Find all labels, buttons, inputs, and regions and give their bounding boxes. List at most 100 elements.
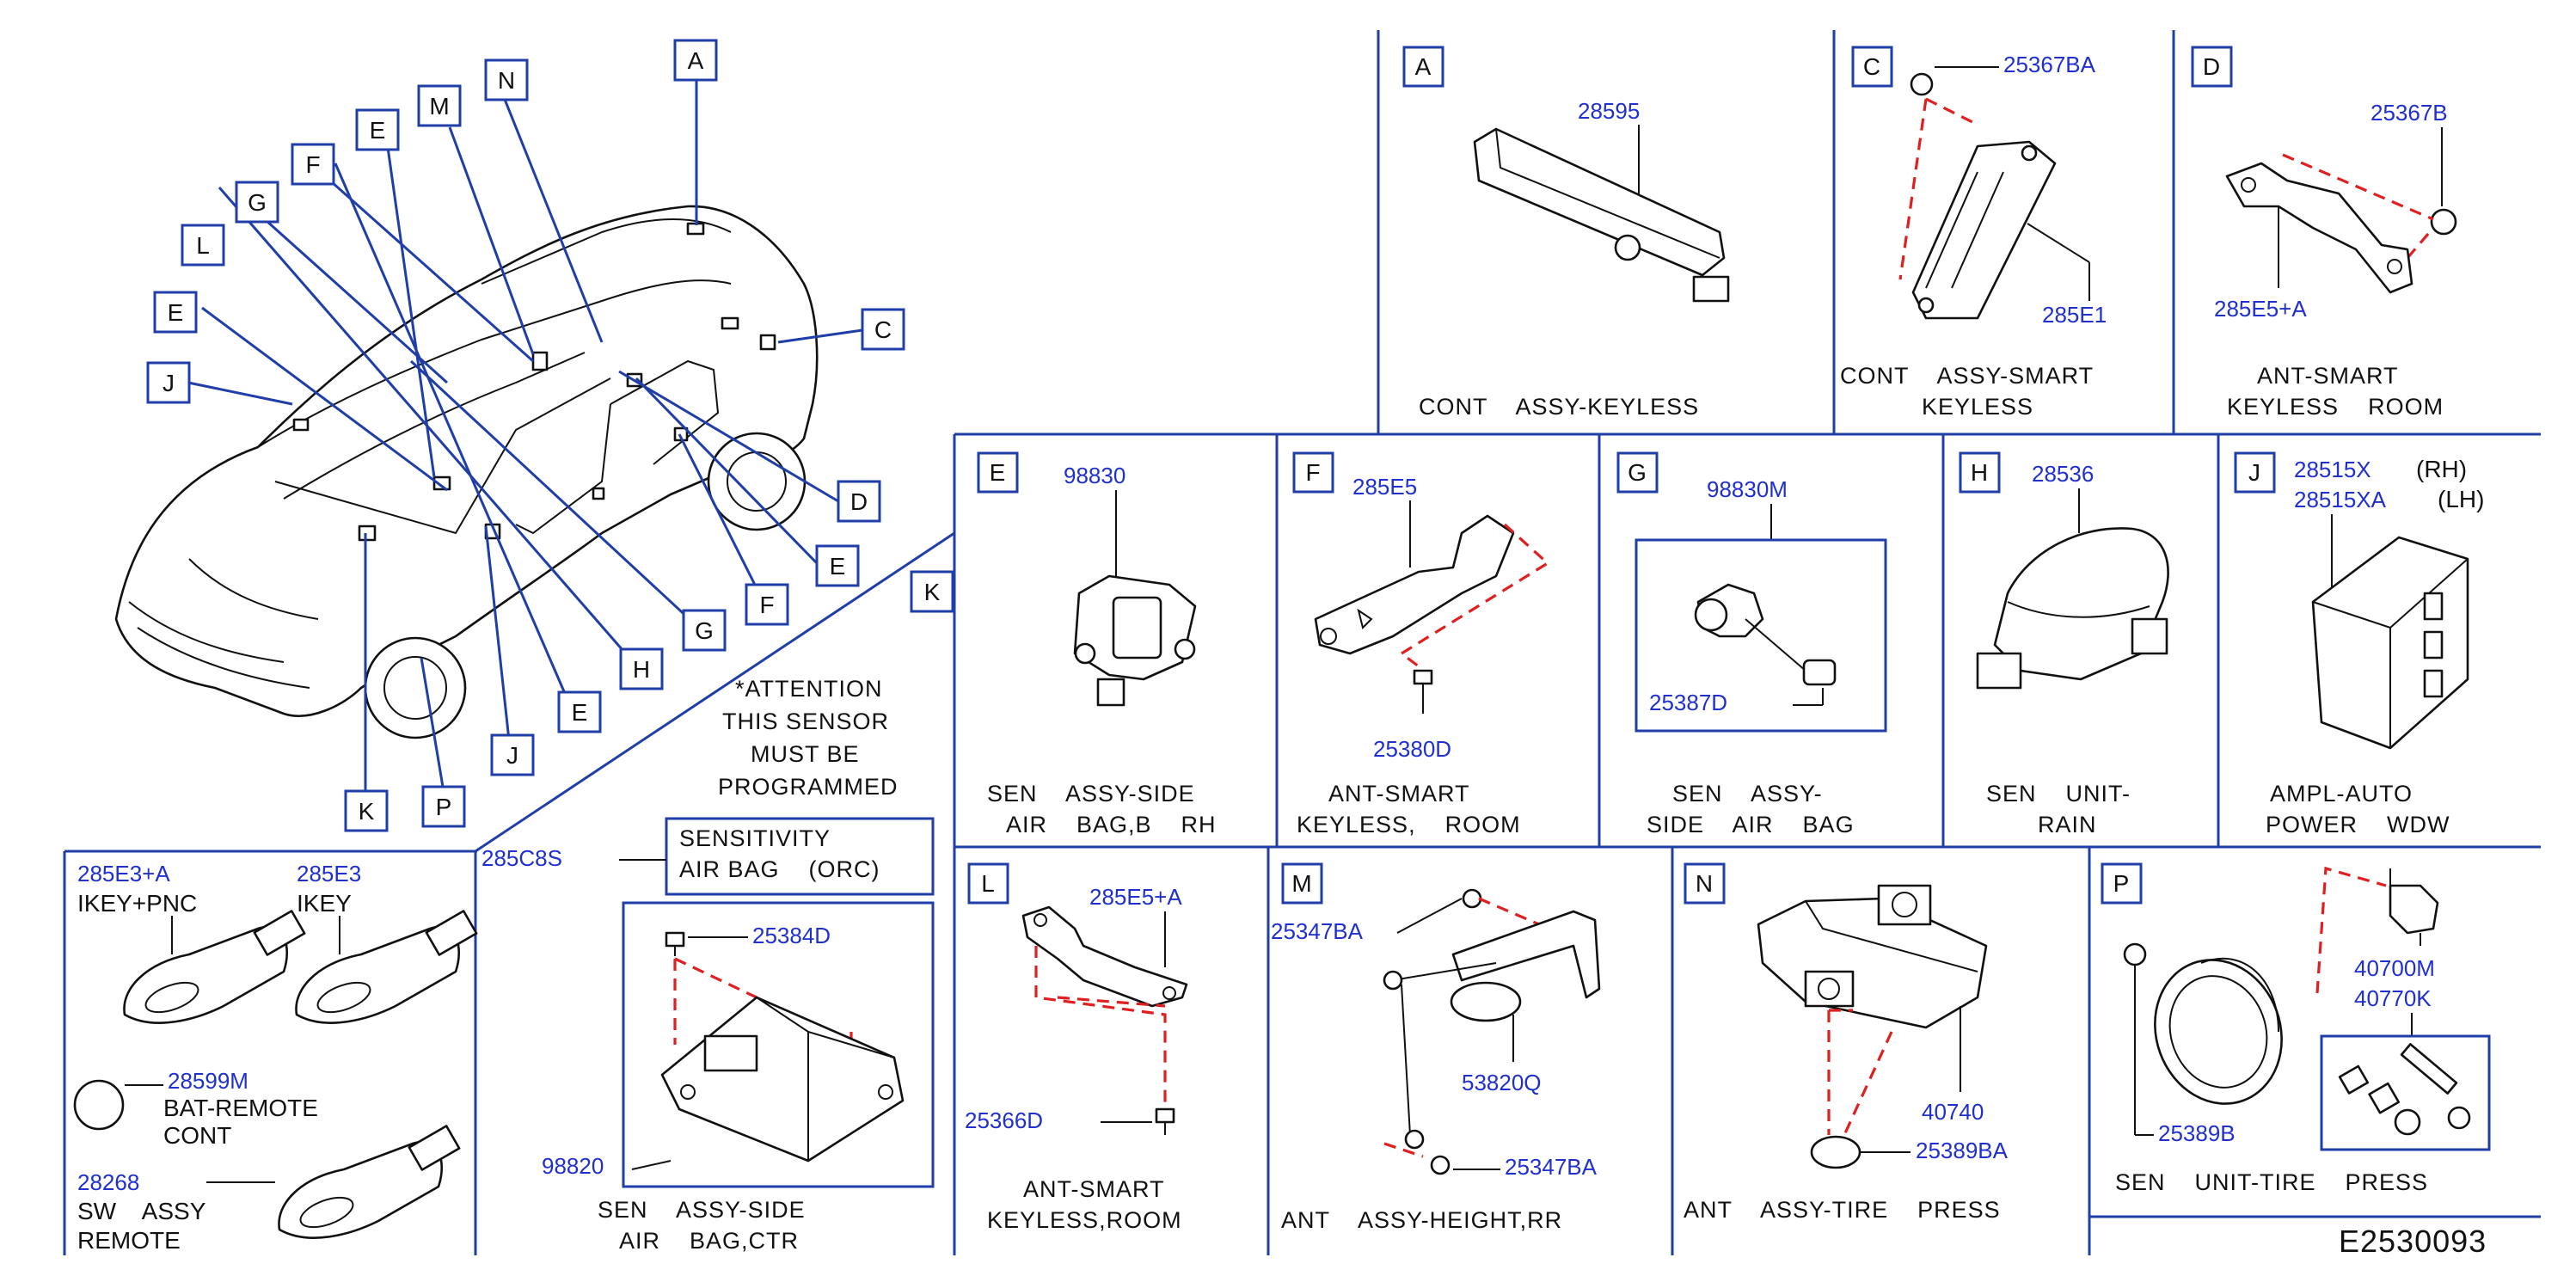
callout-D[interactable]: D bbox=[837, 480, 881, 523]
part-number: 25347BA bbox=[1505, 1154, 1598, 1180]
part-number: 285E3+A bbox=[77, 861, 170, 886]
svg-text:BAT-REMOTE: BAT-REMOTE bbox=[163, 1095, 318, 1121]
callout-M[interactable]: M bbox=[417, 84, 462, 127]
svg-text:REMOTE: REMOTE bbox=[77, 1227, 181, 1254]
part-number: 285E1 bbox=[2042, 302, 2107, 328]
valve-kit-icon bbox=[2338, 1043, 2471, 1136]
side-airbag-sensor-icon bbox=[1694, 583, 1837, 686]
svg-text:L: L bbox=[981, 870, 995, 897]
svg-text:SEN ASSY-SIDE: SEN ASSY-SIDE bbox=[598, 1197, 806, 1223]
sensitivity-label: SENSITIVITY bbox=[679, 825, 831, 851]
callout-C[interactable]: C bbox=[861, 308, 905, 351]
callout-G[interactable]: G bbox=[682, 609, 727, 652]
part-number: 25384D bbox=[752, 923, 831, 948]
callout-E[interactable]: E bbox=[815, 544, 860, 587]
panel-K: *ATTENTION THIS SENSOR MUST BE PROGRAMME… bbox=[481, 676, 935, 1254]
svg-text:E: E bbox=[370, 117, 386, 144]
svg-text:KEYLESS,ROOM: KEYLESS,ROOM bbox=[987, 1207, 1182, 1233]
svg-text:RAIN: RAIN bbox=[2038, 812, 2097, 837]
svg-text:P: P bbox=[436, 794, 452, 820]
callout-F2[interactable]: F bbox=[291, 143, 335, 186]
svg-text:H: H bbox=[633, 656, 650, 683]
svg-text:H: H bbox=[1971, 459, 1988, 486]
part-number: 98830 bbox=[1064, 463, 1125, 488]
callout-P[interactable]: P bbox=[421, 785, 466, 828]
tire-pressure-sensor-icon bbox=[2389, 868, 2439, 935]
svg-text:L: L bbox=[196, 232, 210, 259]
svg-text:F: F bbox=[305, 151, 320, 178]
callout-G2[interactable]: G bbox=[235, 181, 279, 224]
svg-text:CONT ASSY-SMART: CONT ASSY-SMART bbox=[1840, 363, 2094, 389]
svg-text:F: F bbox=[759, 592, 774, 618]
panel-M: M 25347BA 53820Q 25347BA ANT ASSY-HEIGHT… bbox=[1271, 862, 1601, 1233]
tire-pressure-antenna-icon bbox=[1757, 884, 1988, 1029]
svg-text:A: A bbox=[1415, 53, 1432, 80]
svg-text:ANT ASSY-TIRE PRESS: ANT ASSY-TIRE PRESS bbox=[1684, 1197, 2001, 1223]
callout-E2[interactable]: E bbox=[557, 690, 602, 733]
callout-J2[interactable]: J bbox=[146, 361, 191, 404]
callout-K[interactable]: K bbox=[344, 789, 389, 832]
center-airbag-sensor-icon bbox=[660, 996, 905, 1163]
callout-N[interactable]: N bbox=[484, 58, 529, 101]
svg-text:KEYLESS, ROOM: KEYLESS, ROOM bbox=[1297, 812, 1521, 837]
svg-text:AIR BAG (ORC): AIR BAG (ORC) bbox=[679, 856, 880, 882]
svg-text:KEYLESS: KEYLESS bbox=[1922, 394, 2033, 420]
part-number: 98830M bbox=[1707, 476, 1788, 502]
panel-E: E 98830 SEN ASSY-SIDE AIR BAG,B RH bbox=[977, 451, 1216, 837]
clip-icon bbox=[1810, 1135, 1861, 1169]
svg-text:P: P bbox=[2113, 870, 2130, 897]
screw-icon bbox=[665, 931, 685, 948]
part-number: 40700M bbox=[2354, 955, 2435, 981]
callout-L[interactable]: L bbox=[181, 224, 225, 267]
part-number: 98820 bbox=[542, 1153, 604, 1179]
callout-H[interactable]: H bbox=[619, 647, 664, 690]
antenna-bracket-icon bbox=[1314, 514, 1515, 655]
svg-text:D: D bbox=[850, 488, 868, 515]
nut-icon bbox=[2430, 208, 2457, 236]
svg-text:ANT-SMART: ANT-SMART bbox=[2257, 363, 2399, 389]
callout-E4[interactable]: E bbox=[355, 108, 400, 151]
keyless-controller-icon bbox=[1473, 127, 1730, 303]
callout-J[interactable]: J bbox=[490, 733, 535, 776]
nut-icon bbox=[1910, 72, 1934, 96]
callout-E3[interactable]: E bbox=[153, 291, 198, 334]
caption: CONT ASSY-KEYLESS bbox=[1419, 394, 1699, 420]
rain-sensor-icon bbox=[1976, 527, 2169, 690]
part-number: 40770K bbox=[2354, 985, 2432, 1011]
part-number: 28595 bbox=[1578, 98, 1640, 124]
svg-text:SW ASSY: SW ASSY bbox=[77, 1198, 206, 1224]
svg-text:CONT: CONT bbox=[163, 1122, 231, 1149]
antenna-bracket-icon bbox=[2225, 162, 2413, 294]
svg-text:THIS SENSOR: THIS SENSOR bbox=[722, 709, 889, 734]
panel-A: A 28595 CONT ASSY-KEYLESS bbox=[1402, 46, 1730, 420]
panel-F: F 285E5 25380D ANT-SMART KEYLESS, ROOM bbox=[1292, 451, 1550, 837]
svg-text:SEN ASSY-SIDE: SEN ASSY-SIDE bbox=[987, 781, 1195, 807]
svg-text:E: E bbox=[830, 553, 846, 580]
svg-text:M: M bbox=[429, 93, 449, 120]
svg-text:G: G bbox=[695, 617, 714, 644]
part-number: 25387D bbox=[1649, 690, 1727, 715]
part-number: 25380D bbox=[1373, 736, 1451, 762]
svg-text:J: J bbox=[163, 370, 175, 396]
svg-text:SEN ASSY-: SEN ASSY- bbox=[1672, 781, 1823, 807]
part-number: 285C8S bbox=[481, 845, 562, 871]
part-number: 285E5 bbox=[1352, 474, 1417, 500]
callout-F[interactable]: F bbox=[745, 583, 789, 626]
panel-frame bbox=[63, 30, 2541, 1255]
grommet-icon bbox=[2123, 942, 2147, 966]
side-airbag-sensor-icon bbox=[1073, 574, 1197, 707]
svg-text:(LH): (LH) bbox=[2438, 486, 2484, 512]
svg-text:C: C bbox=[874, 316, 892, 343]
panel-P: P 40700M 40770K 25389B SEN UNIT-TIRE PRE… bbox=[2101, 862, 2491, 1195]
screw-icon bbox=[1413, 669, 1433, 685]
part-number: 25347BA bbox=[1271, 918, 1364, 944]
remote-key-icon bbox=[278, 1125, 461, 1239]
svg-text:J: J bbox=[2248, 459, 2260, 486]
callout-A[interactable]: A bbox=[673, 39, 718, 82]
svg-text:SEN UNIT-: SEN UNIT- bbox=[1986, 781, 2131, 807]
nut-icon bbox=[1430, 1155, 1451, 1175]
svg-text:E: E bbox=[168, 299, 184, 326]
svg-text:IKEY+PNC: IKEY+PNC bbox=[77, 890, 197, 917]
callout-K2[interactable]: K bbox=[910, 570, 954, 613]
